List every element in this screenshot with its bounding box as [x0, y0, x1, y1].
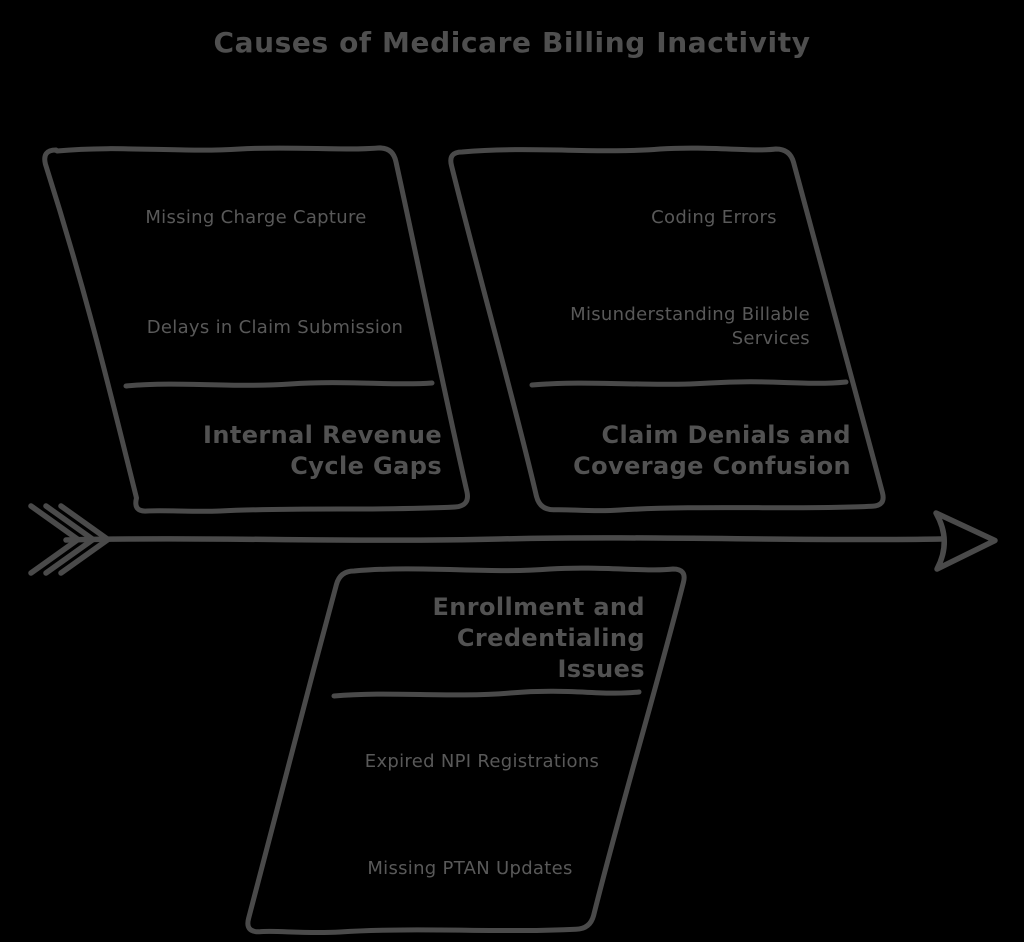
branch-title: Internal Revenue Cycle Gaps — [203, 421, 442, 480]
branch-box-enrollment — [245, 565, 687, 936]
spine-arrow — [28, 503, 998, 576]
branch-title: Claim Denials and Coverage Confusion — [573, 421, 851, 480]
cause-label: Coding Errors — [651, 207, 777, 228]
branch-box-internal-revenue — [42, 145, 470, 514]
diagram-title: Causes of Medicare Billing Inactivity — [213, 26, 811, 59]
cause-label: Expired NPI Registrations — [364, 751, 600, 772]
arrow-feathers-icon — [28, 503, 111, 576]
divider-line — [529, 379, 849, 388]
cause-label: Missing Charge Capture — [145, 207, 367, 228]
divider-line — [331, 688, 642, 699]
branch-box-claim-denials — [448, 145, 886, 514]
arrow-right-icon — [933, 510, 998, 572]
spine-shaft — [63, 535, 944, 543]
cause-label: Misunderstanding Billable Services — [570, 304, 810, 349]
cause-label: Delays in Claim Submission — [146, 317, 404, 338]
cause-label: Missing PTAN Updates — [367, 858, 573, 879]
branch-title: Enrollment and Credentialing Issues — [432, 593, 645, 683]
divider-line — [123, 380, 435, 389]
